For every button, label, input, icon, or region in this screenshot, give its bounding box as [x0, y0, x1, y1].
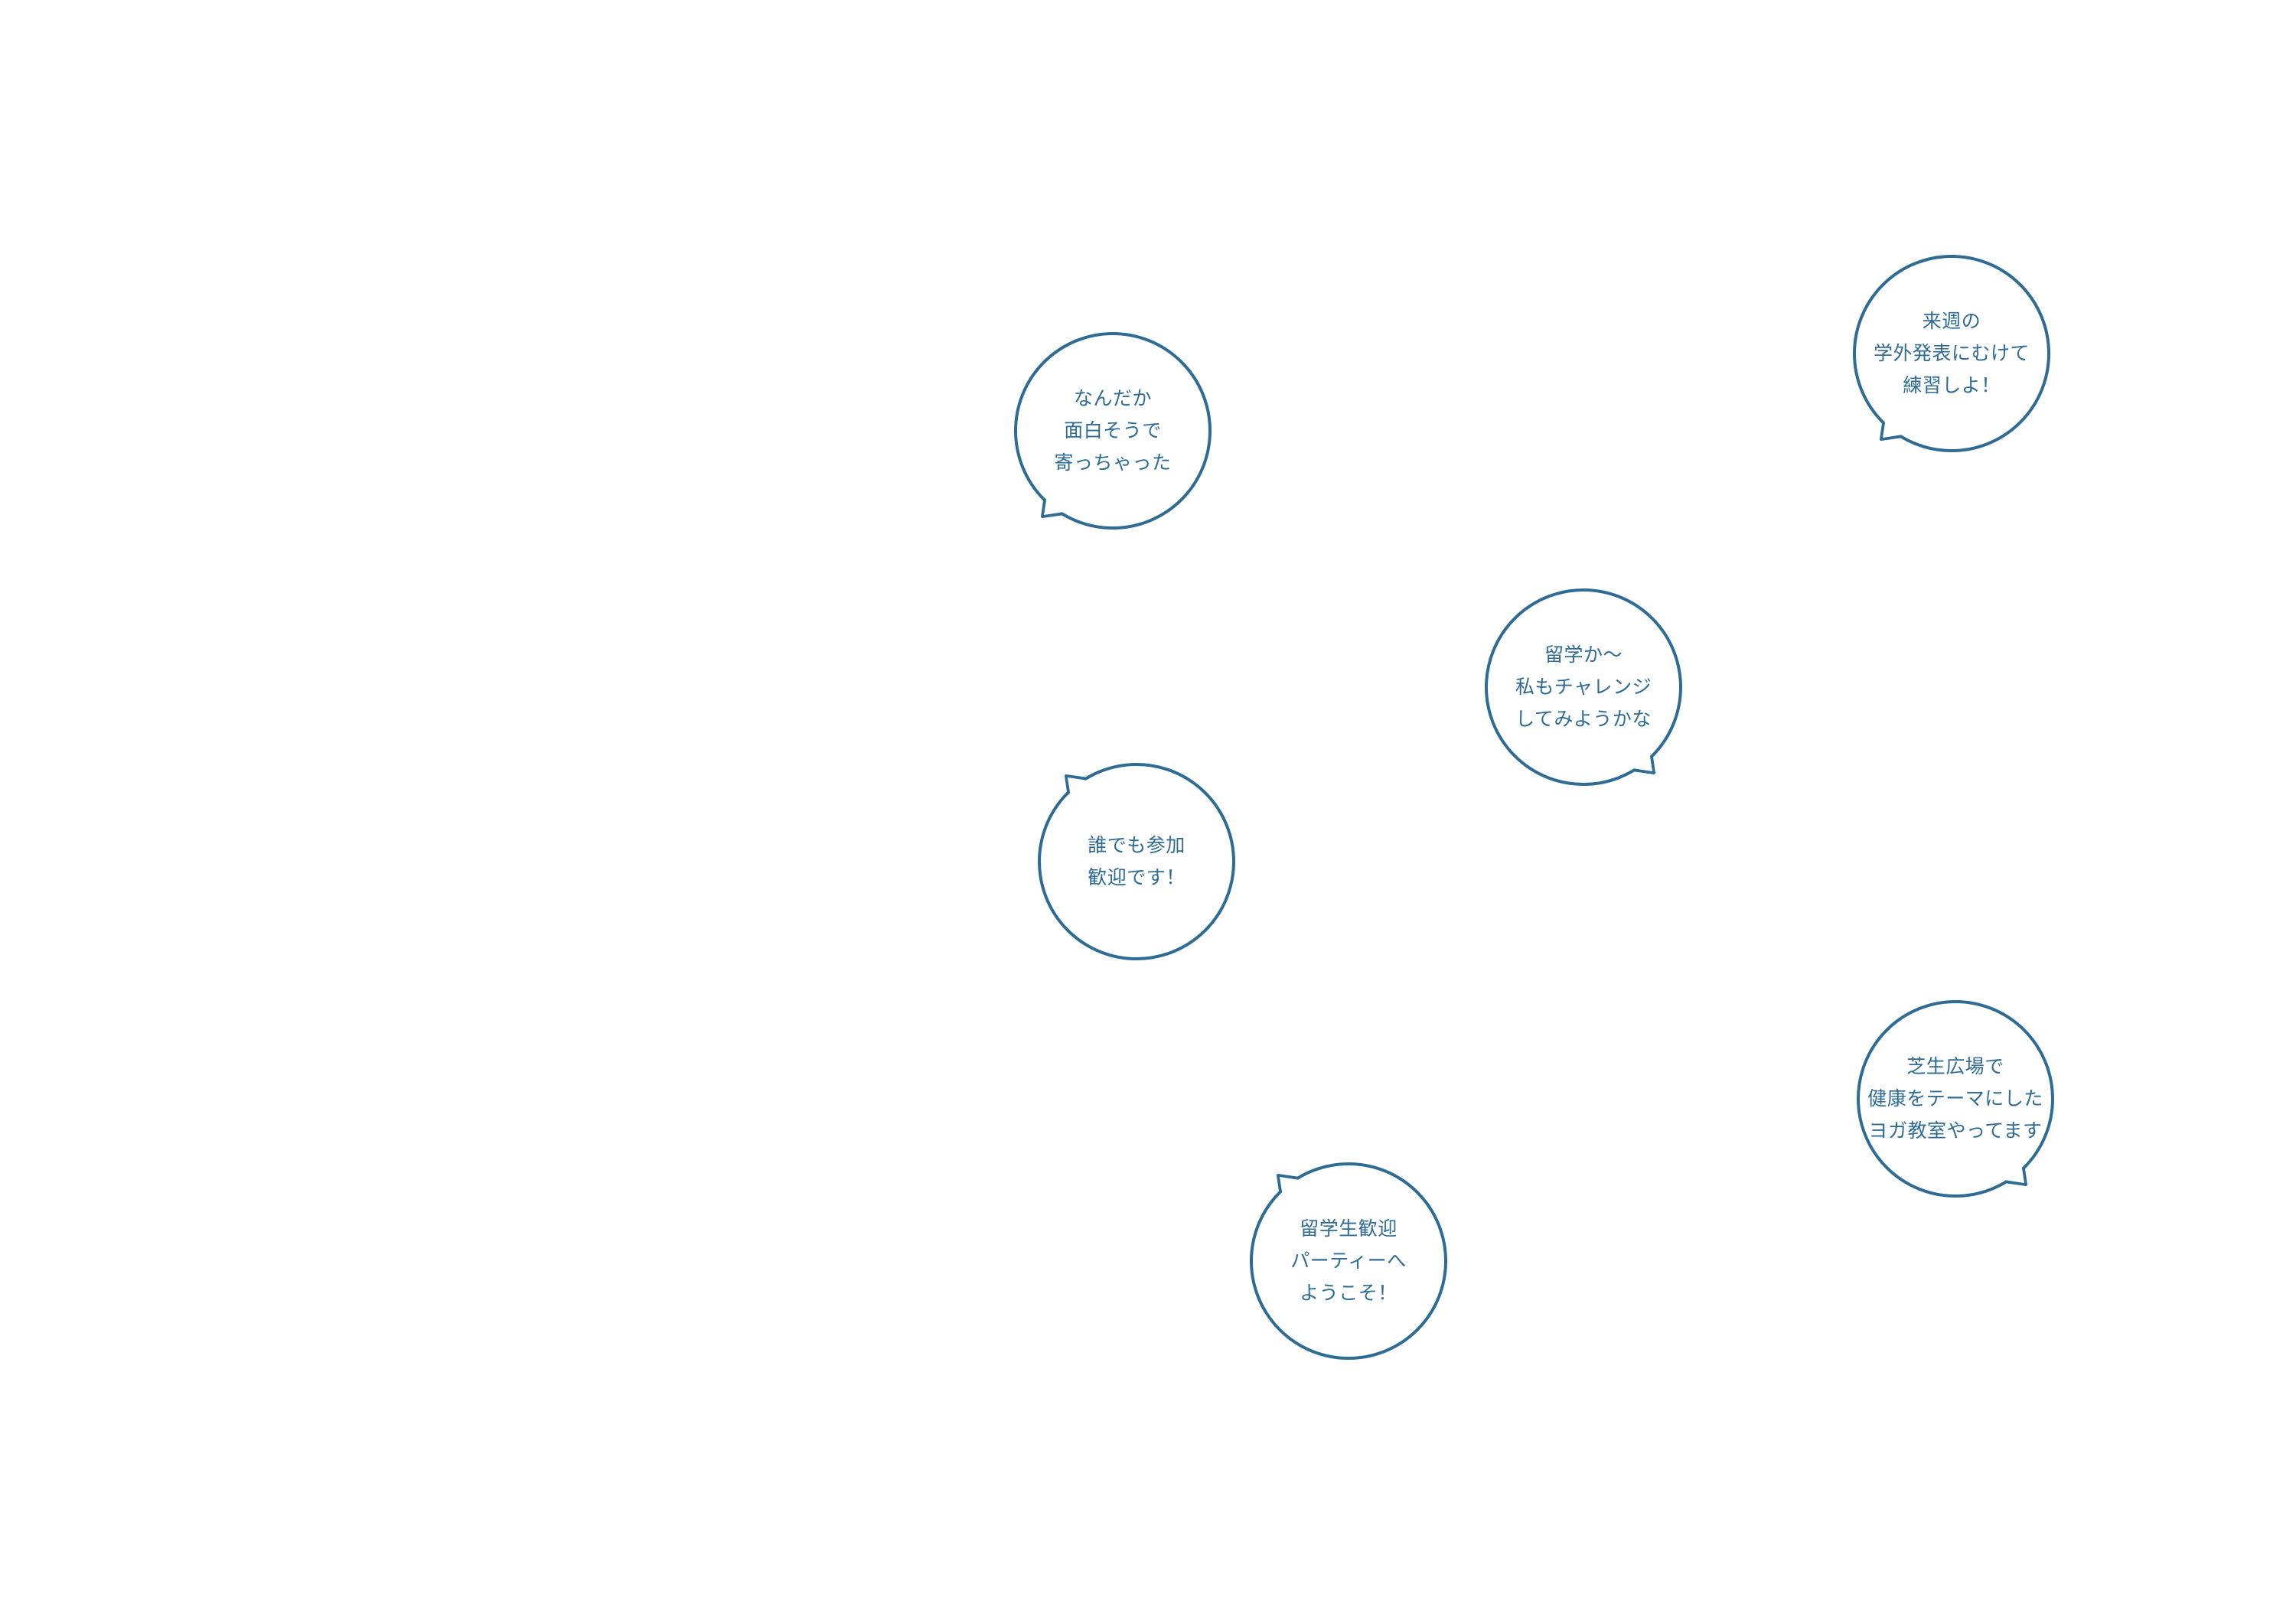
- bubble-circle: [1485, 588, 1682, 786]
- bubble-text-line: 健康をテーマにした: [1867, 1087, 2043, 1110]
- bubble-text-line: 寄っちゃった: [1054, 451, 1172, 474]
- bubble-tail-joint: [1618, 722, 1652, 771]
- bubble-tail-joint: [1883, 389, 1917, 438]
- bubble-text: 留学生歓迎パーティーへようこそ！: [1241, 1154, 1456, 1368]
- bubble-shape: [1250, 1162, 1447, 1360]
- bubble-text-line: 学外発表にむけて: [1873, 342, 2030, 364]
- bubble-shape: [1857, 1000, 2054, 1198]
- bubble-text-line: 来週の: [1922, 310, 1981, 332]
- bubble-text-line: 留学か～: [1544, 644, 1623, 666]
- bubble-text-line: 芝生広場で: [1906, 1055, 2004, 1077]
- bubble-text-line: 誰でも参加: [1088, 834, 1186, 856]
- speech-bubble-ryugakuka: 留学か～ 私もチャレンジしてみようかな: [1476, 580, 1691, 794]
- bubble-circle: [1250, 1162, 1447, 1360]
- speech-bubble-shibafu: 芝生広場で健康をテーマにしたヨガ教室やってます: [1848, 992, 2063, 1206]
- bubble-shape: [1014, 332, 1212, 530]
- bubble-circle: [1857, 1000, 2054, 1198]
- bubble-text-line: ようこそ！: [1300, 1282, 1397, 1304]
- bubble-text-line: パーティーへ: [1290, 1250, 1407, 1272]
- bubble-tail-joint: [1280, 1177, 1314, 1226]
- bubble-text: なんだか面白そうで寄っちゃった: [1006, 324, 1220, 538]
- speech-bubble-raishu: 来週の学外発表にむけて練習しよ！: [1844, 246, 2059, 461]
- speech-bubble-nandaka: なんだか面白そうで寄っちゃった: [1006, 324, 1220, 538]
- speech-bubble-daredemo: 誰でも参加歓迎です！: [1029, 754, 1244, 969]
- bubble-circle: [1014, 332, 1212, 530]
- bubble-text: 来週の学外発表にむけて練習しよ！: [1844, 246, 2059, 461]
- bubble-text-line: 練習しよ！: [1903, 374, 2001, 396]
- bubble-text-line: 歓迎です！: [1088, 866, 1186, 888]
- bubble-circle: [1853, 255, 2050, 452]
- bubble-text-line: 私もチャレンジ: [1515, 676, 1652, 698]
- speech-bubble-ryugakusei: 留学生歓迎パーティーへようこそ！: [1241, 1154, 1456, 1368]
- bubble-text-line: してみようかな: [1515, 708, 1652, 730]
- bubble-tail-joint: [1068, 777, 1102, 826]
- bubble-tail-joint: [1044, 466, 1078, 515]
- bubble-text: 誰でも参加歓迎です！: [1029, 754, 1244, 969]
- bubble-tail-joint: [1990, 1134, 2024, 1183]
- bubble-text: 留学か～ 私もチャレンジしてみようかな: [1476, 580, 1691, 794]
- bubble-shape: [1853, 255, 2050, 452]
- bubble-text-line: 留学生歓迎: [1300, 1217, 1397, 1240]
- bubble-text-line: ヨガ教室やってます: [1868, 1120, 2043, 1142]
- bubble-shape: [1485, 588, 1682, 786]
- bubble-text-line: なんだか: [1073, 387, 1152, 409]
- bubble-shape: [1038, 763, 1235, 960]
- bubble-text-line: 面白そうで: [1064, 419, 1162, 442]
- bubble-circle: [1038, 763, 1235, 960]
- bubble-text: 芝生広場で健康をテーマにしたヨガ教室やってます: [1848, 992, 2063, 1206]
